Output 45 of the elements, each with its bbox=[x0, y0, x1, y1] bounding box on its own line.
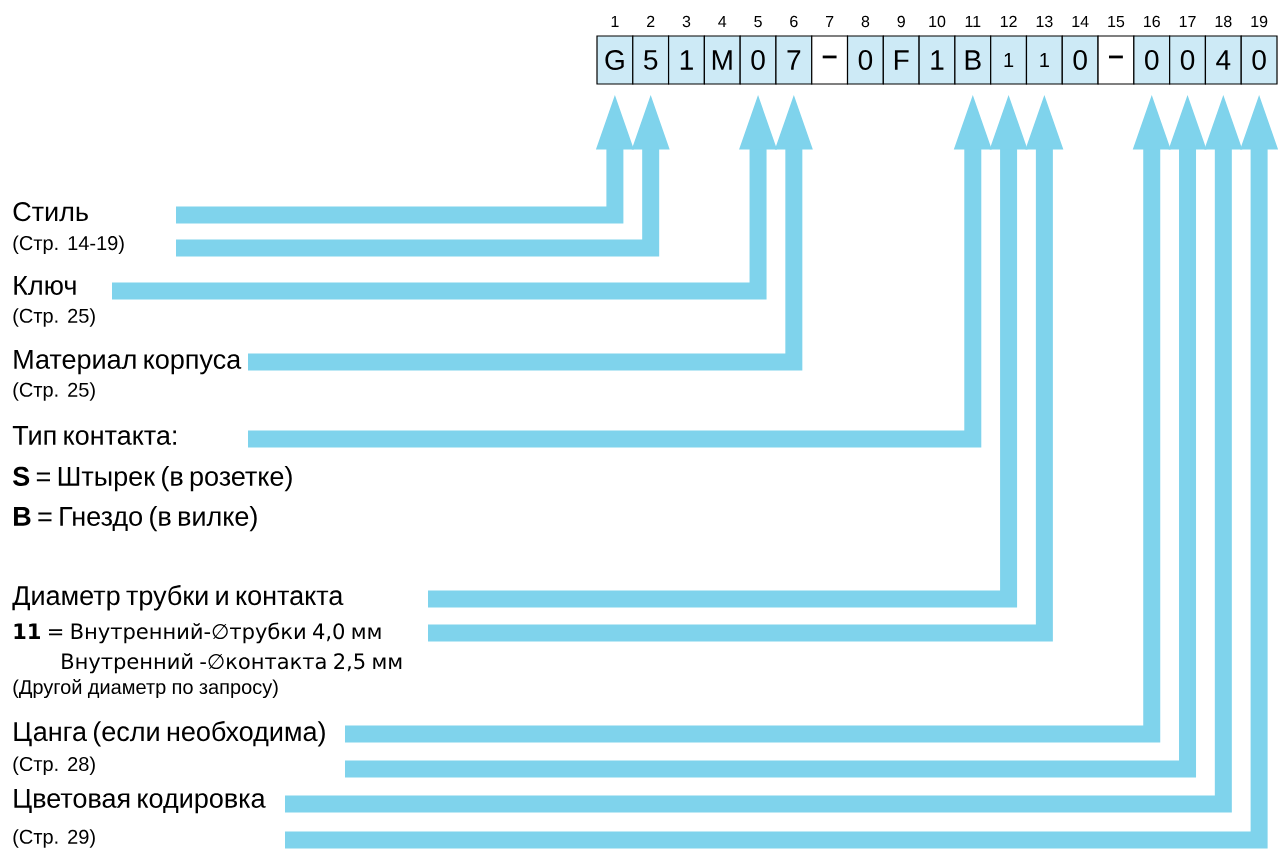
description-text: Материал корпуса (Стр. 25) bbox=[13, 350, 242, 401]
column-number: 6 bbox=[790, 15, 798, 28]
code-cell: M bbox=[703, 35, 741, 85]
column-number: 1 bbox=[611, 16, 619, 27]
code-cell: – bbox=[811, 35, 849, 85]
description-text: Тип контакта: S = Штырек (в розетке) B = Гнездо (в вилке) bbox=[12, 426, 292, 532]
description-text: Цветовая кодировка (Стр. 29) bbox=[13, 789, 266, 848]
column-number: 2 bbox=[647, 15, 655, 27]
code-cell: 0 bbox=[1240, 35, 1278, 85]
code-cell: 0 bbox=[1169, 35, 1207, 85]
description-text: Диаметр трубки и контакта 11 = Внутренний-∅трубки 4,0 мм Внутренний -∅контакта 2,5 мм (Другой диаметр по запросу) bbox=[12, 585, 402, 699]
code-cell: F bbox=[882, 35, 920, 85]
code-cell: G bbox=[596, 35, 634, 85]
column-number: 11 bbox=[965, 16, 981, 27]
column-number: 9 bbox=[897, 15, 905, 28]
column-number: 18 bbox=[1215, 15, 1232, 28]
column-number: 12 bbox=[1000, 15, 1017, 27]
column-number: 10 bbox=[929, 15, 946, 28]
code-cell: – bbox=[1097, 35, 1135, 85]
column-number: 16 bbox=[1144, 15, 1160, 28]
code-cell: 0 bbox=[1061, 35, 1099, 85]
column-number: 3 bbox=[682, 15, 691, 28]
code-cell: B bbox=[954, 35, 992, 85]
code-cell: 1 bbox=[990, 35, 1028, 85]
code-cell: 1 bbox=[918, 35, 956, 85]
column-number: 4 bbox=[718, 16, 727, 27]
code-cell: 0 bbox=[739, 35, 777, 85]
column-number: 17 bbox=[1179, 16, 1196, 27]
column-number: 13 bbox=[1036, 15, 1053, 28]
description-text: Ключ (Стр. 25) bbox=[13, 276, 95, 327]
description-text: Стиль (Стр. 14-19) bbox=[13, 202, 124, 255]
column-number: 15 bbox=[1108, 16, 1125, 28]
code-cell: 4 bbox=[1204, 35, 1242, 85]
column-number: 14 bbox=[1072, 16, 1089, 27]
code-cell: 5 bbox=[632, 35, 670, 85]
column-number: 8 bbox=[861, 15, 870, 28]
code-cell: 0 bbox=[1133, 35, 1171, 85]
column-number: 19 bbox=[1251, 15, 1268, 28]
description-text: Цанга (если необходима) (Стр. 28) bbox=[13, 721, 325, 776]
column-number: 7 bbox=[826, 16, 834, 27]
code-cell: 1 bbox=[668, 35, 705, 85]
code-cell: 1 bbox=[1025, 35, 1063, 85]
code-cell: 0 bbox=[846, 35, 884, 85]
code-cell: 7 bbox=[775, 35, 813, 85]
column-number: 5 bbox=[754, 16, 762, 28]
